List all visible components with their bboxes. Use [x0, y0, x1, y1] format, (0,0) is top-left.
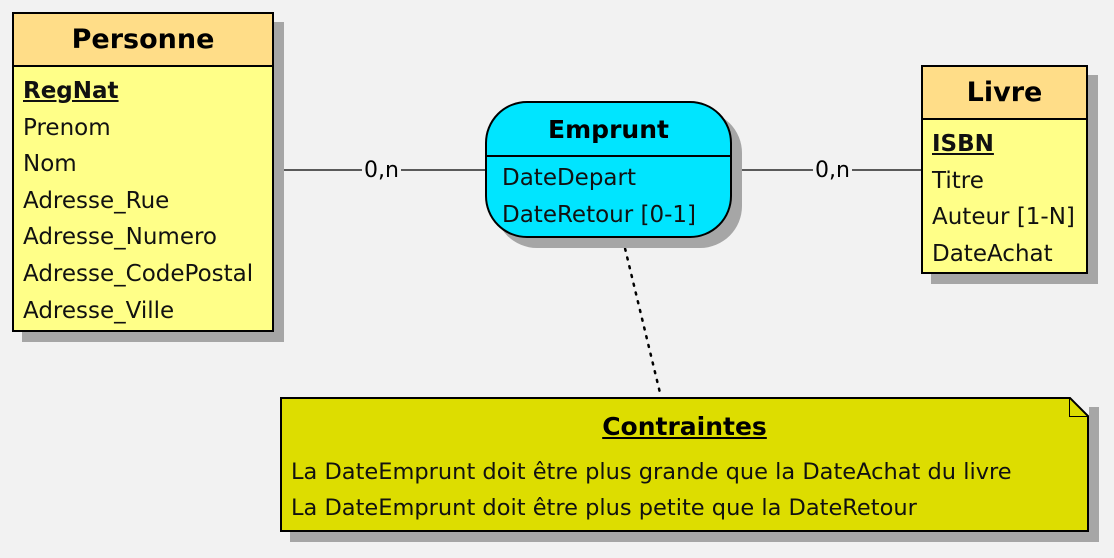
- entity-livre[interactable]: Livre ISBN Titre Auteur [1-N] DateAchat: [921, 65, 1088, 274]
- association-title: Emprunt: [487, 103, 730, 157]
- entity-personne[interactable]: Personne RegNat Prenom Nom Adresse_Rue A…: [12, 12, 274, 332]
- attribute-adresse-codepostal: Adresse_CodePostal: [23, 260, 254, 287]
- attribute-regnat: RegNat: [23, 78, 119, 104]
- note-anchor-line: [621, 238, 663, 399]
- note-line: La DateEmprunt doit être plus grande que…: [291, 459, 1012, 485]
- attribute-adresse-ville: Adresse_Ville: [23, 297, 175, 324]
- attribute-adresse-rue: Adresse_Rue: [23, 187, 170, 214]
- association-emprunt[interactable]: Emprunt DateDepart DateRetour [0-1]: [485, 101, 732, 238]
- fold-corner-icon: [1068, 394, 1092, 418]
- association-attribute-list: DateDepart DateRetour [0-1]: [487, 157, 730, 234]
- attribute-prenom: Prenom: [23, 114, 111, 141]
- attribute-dateretour: DateRetour [0-1]: [502, 202, 697, 228]
- note-lines: La DateEmprunt doit être plus grande que…: [282, 444, 1087, 526]
- constraints-note[interactable]: Contraintes La DateEmprunt doit être plu…: [280, 394, 1092, 532]
- note-fold-corner: [1068, 394, 1092, 418]
- attribute-titre: Titre: [932, 167, 984, 194]
- entity-title: Livre: [923, 67, 1086, 120]
- cardinality-livre: 0,n: [813, 158, 852, 183]
- cardinality-personne: 0,n: [362, 158, 401, 183]
- attribute-nom: Nom: [23, 151, 77, 178]
- note-line: La DateEmprunt doit être plus petite que…: [291, 495, 917, 521]
- note-title: Contraintes: [602, 412, 767, 441]
- entity-title: Personne: [14, 14, 272, 67]
- attribute-dateachat: DateAchat: [932, 240, 1053, 267]
- attribute-adresse-numero: Adresse_Numero: [23, 224, 218, 251]
- attribute-list: RegNat Prenom Nom Adresse_Rue Adresse_Nu…: [14, 67, 272, 329]
- attribute-datedepart: DateDepart: [502, 165, 637, 191]
- attribute-auteur: Auteur [1-N]: [932, 204, 1075, 231]
- attribute-isbn: ISBN: [932, 131, 994, 157]
- attribute-list: ISBN Titre Auteur [1-N] DateAchat: [923, 120, 1086, 272]
